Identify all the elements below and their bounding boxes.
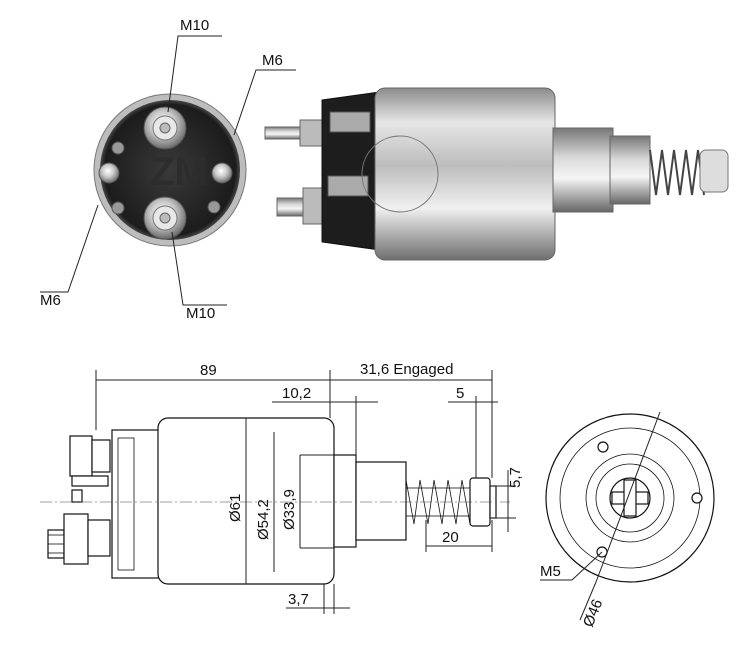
photo-end-view: ZM xyxy=(93,93,247,247)
dim-spring-length: 20 xyxy=(442,529,459,546)
photo-side-view xyxy=(264,87,729,261)
dim-plunger-end: 5 xyxy=(456,385,464,402)
dim-body-diameter: Ø61 xyxy=(227,494,244,522)
label-m10-top: M10 xyxy=(180,17,209,34)
drawing-front-view xyxy=(540,411,715,621)
dim-flange-thickness: 3,7 xyxy=(288,591,309,608)
dimension-lines xyxy=(95,370,516,614)
label-46-diameter: Ø46 xyxy=(580,597,606,630)
label-m6-left: M6 xyxy=(40,292,61,309)
dim-engaged: 31,6 Engaged xyxy=(360,361,453,378)
label-m10-bottom: M10 xyxy=(186,305,215,322)
drawing-side-view xyxy=(40,417,510,585)
label-m5: M5 xyxy=(540,563,561,580)
label-m6-right: M6 xyxy=(262,52,283,69)
dim-plunger-width: 5,7 xyxy=(507,467,524,488)
photo-leaders xyxy=(40,35,296,306)
dim-nose-diameter: Ø33,9 xyxy=(281,489,298,530)
dim-inner-diameter: Ø54,2 xyxy=(255,499,272,540)
faint-logo-mark: ZM xyxy=(150,150,208,194)
dim-overall-length: 89 xyxy=(200,362,217,379)
dim-flange-offset: 10,2 xyxy=(282,385,311,402)
